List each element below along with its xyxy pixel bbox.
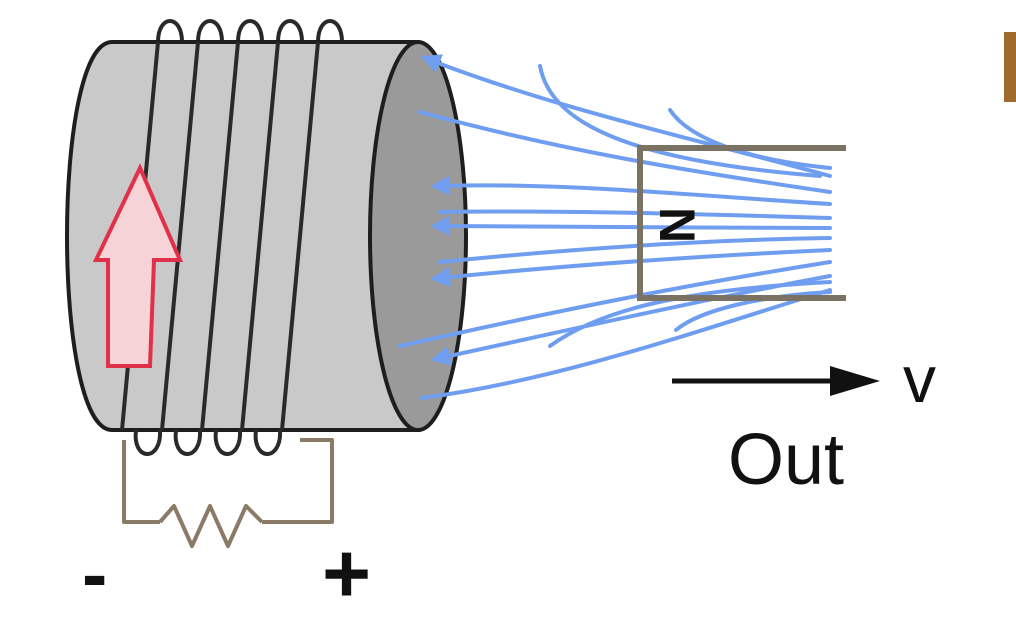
coil-bottom-loops [133,429,283,456]
up-arrow-icon [92,163,184,368]
positive-terminal-label: + [322,526,371,620]
right-arrow-icon [672,366,880,396]
north-pole-label: N [649,207,705,243]
velocity-label: v [903,342,936,416]
external-circuit [122,438,334,548]
clipped-text-fragment [1004,32,1016,102]
negative-terminal-label: - [82,532,107,617]
resistor-zigzag-icon [158,504,264,548]
direction-label: Out [728,420,844,500]
cylinder-end-face [368,40,468,432]
bar-magnet [637,145,846,301]
coil-top-loops [156,19,344,43]
cylinder-body [65,40,420,432]
